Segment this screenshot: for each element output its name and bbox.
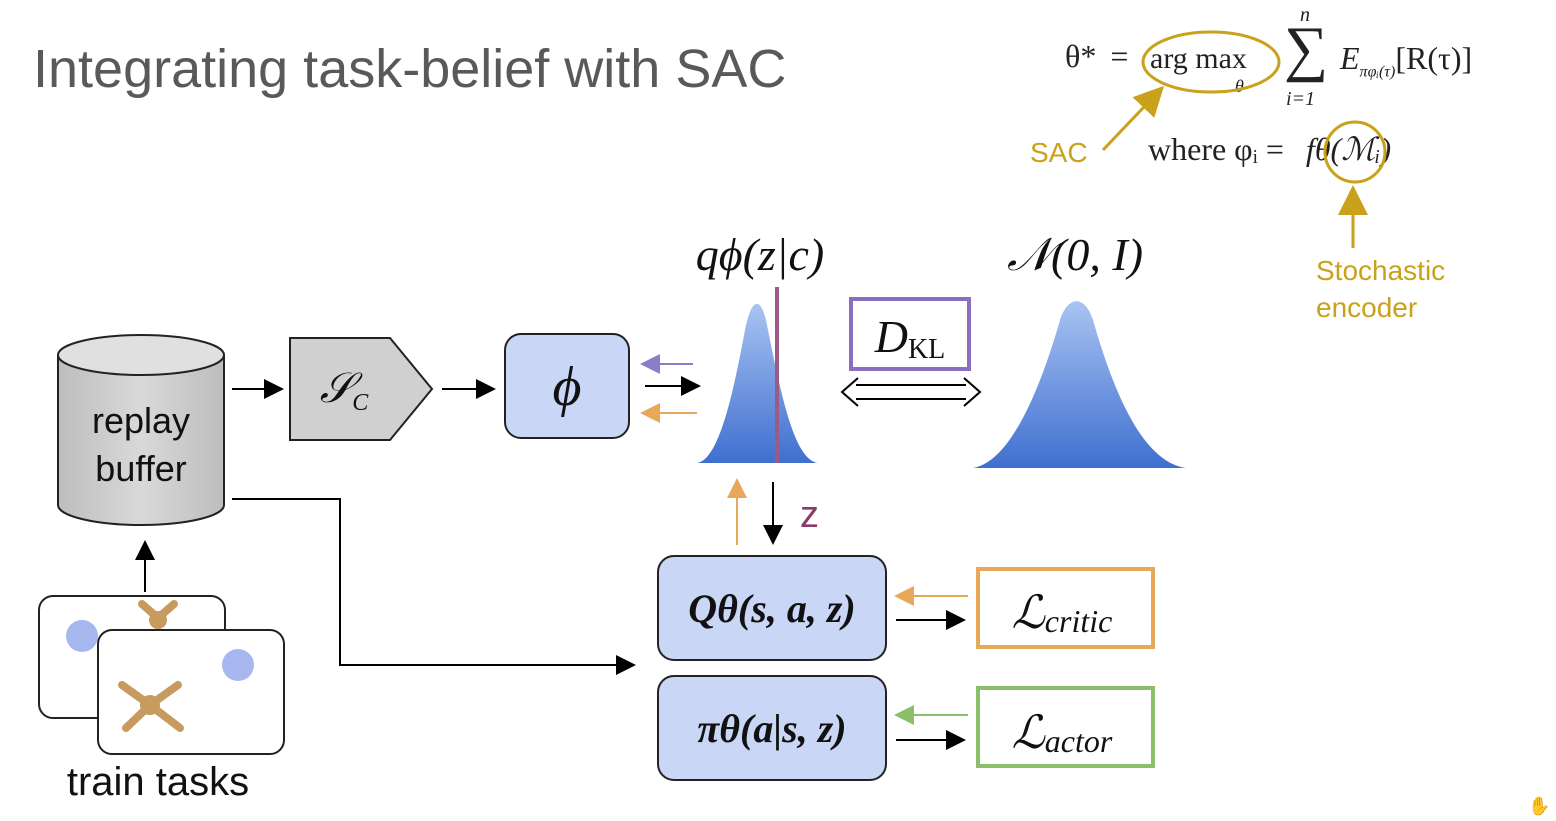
prior-label: 𝒩(0, I) — [1007, 229, 1143, 280]
critic-loss-box — [976, 567, 1155, 649]
stochastic-encoder-annotation: Stochastic encoder — [1316, 252, 1445, 326]
reward-term: [R(τ)] — [1395, 40, 1473, 76]
sum-symbol: ∑ — [1284, 15, 1329, 83]
arrow-replay-to-agent — [232, 498, 636, 675]
sac-pointer-arrow — [1101, 85, 1165, 152]
encoder-node — [504, 333, 630, 439]
actor-label: πθ(a|s, z) — [697, 706, 846, 751]
actor-loss-subscript: actor — [1045, 723, 1113, 759]
actor-loss-label: ℒactor — [1012, 707, 1113, 759]
replay-buffer-label-2: buffer — [95, 448, 186, 489]
actor-loss-box — [976, 686, 1155, 768]
objective-equation: θ* = — [1065, 38, 1128, 75]
theta-star: θ* — [1065, 38, 1097, 74]
slide-title: Integrating task-belief with SAC — [33, 39, 787, 99]
expectation-e: E — [1340, 40, 1360, 76]
encoder-annotation-line1: Stochastic — [1316, 255, 1446, 286]
encoder-annotation-line2: encoder — [1316, 292, 1418, 323]
critic-label: Qθ(s, a, z) — [688, 586, 855, 631]
actor-loss-symbol: ℒ — [1012, 707, 1046, 758]
expectation: Eπφᵢ(τ)[R(τ)] — [1340, 40, 1472, 81]
kl-label: DKL — [874, 311, 946, 365]
sampler-subscript: C — [352, 390, 369, 416]
where-text: where φᵢ = — [1148, 131, 1284, 167]
encoder-label: ϕ — [553, 356, 582, 418]
context-sampler — [289, 337, 434, 441]
equals-sign: = — [1110, 38, 1129, 74]
goal-dot-back — [66, 620, 98, 652]
kl-double-arrow — [840, 377, 982, 407]
posterior-gaussian — [697, 303, 818, 463]
sac-annotation: SAC — [1030, 137, 1088, 168]
critic-node — [657, 555, 887, 661]
hand-cursor-icon: ✋ — [1528, 795, 1550, 816]
prior-gaussian — [973, 301, 1186, 468]
argmax-label: arg max — [1150, 42, 1247, 75]
replay-buffer — [57, 334, 225, 526]
argmax-subscript: θ — [1235, 76, 1244, 96]
goal-dot-front — [222, 649, 254, 681]
expectation-subscript: πφᵢ(τ) — [1359, 63, 1396, 81]
argmax-highlight — [1141, 30, 1281, 94]
z-label: z — [800, 494, 819, 536]
critic-loss-subscript: critic — [1045, 603, 1113, 639]
actor-node — [657, 675, 887, 781]
critic-loss-symbol: ℒ — [1012, 587, 1046, 638]
critic-loss-label: ℒcritic — [1012, 587, 1113, 639]
sum-lower: i=1 — [1286, 88, 1316, 110]
train-tasks-label: train tasks — [67, 760, 249, 804]
posterior-label: qϕ(z|c) — [696, 229, 824, 280]
task-card-front — [97, 629, 285, 755]
kl-subscript: KL — [908, 334, 945, 365]
kl-divergence-box — [849, 297, 971, 371]
kl-symbol: D — [874, 311, 908, 362]
replay-buffer-label-1: replay — [92, 400, 190, 441]
f-theta-highlight — [1323, 120, 1387, 184]
sum-upper: n — [1300, 4, 1310, 26]
